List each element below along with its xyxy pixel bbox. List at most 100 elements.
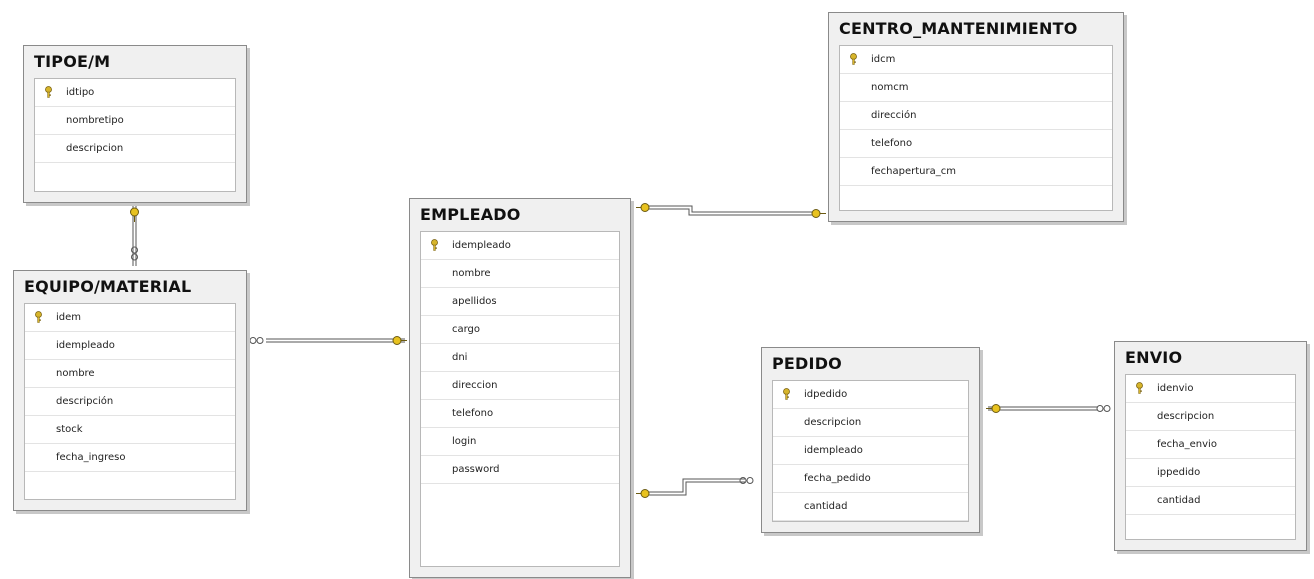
field-row[interactable]: cantidad bbox=[773, 493, 968, 521]
field-row[interactable]: nombre bbox=[421, 260, 619, 288]
field-name: idempleado bbox=[56, 340, 115, 351]
field-row[interactable]: dirección bbox=[840, 102, 1112, 130]
field-name: dirección bbox=[871, 110, 917, 121]
field-row[interactable]: idpedido bbox=[773, 381, 968, 409]
field-name: login bbox=[452, 436, 477, 447]
primary-key-icon bbox=[35, 311, 42, 323]
field-row[interactable]: cantidad bbox=[1126, 487, 1295, 515]
relationship-pedido-envio[interactable] bbox=[988, 406, 1098, 411]
field-name: stock bbox=[56, 424, 83, 435]
field-row[interactable]: password bbox=[421, 456, 619, 484]
field-name: idempleado bbox=[452, 240, 511, 251]
field-name: descripcion bbox=[66, 143, 124, 154]
field-name: cargo bbox=[452, 324, 481, 335]
table-title: EQUIPO/MATERIAL bbox=[24, 277, 192, 296]
table-tipoe-m[interactable]: TIPOE/M idtipo nombretipo descripcion bbox=[23, 45, 247, 203]
field-row[interactable]: descripcion bbox=[35, 135, 235, 163]
field-list: idem idempleado nombre descripción stock fech… bbox=[24, 303, 236, 500]
field-name: descripcion bbox=[1157, 411, 1215, 422]
table-title: CENTRO_MANTENIMIENTO bbox=[839, 19, 1078, 38]
field-list: idtipo nombretipo descripcion bbox=[34, 78, 236, 192]
field-name: nombre bbox=[452, 268, 491, 279]
field-row[interactable]: fechapertura_cm bbox=[840, 158, 1112, 186]
field-row[interactable]: idem bbox=[25, 304, 235, 332]
field-list: idcm nomcm dirección telefono fechapertura_c… bbox=[839, 45, 1113, 211]
field-name: nombretipo bbox=[66, 115, 124, 126]
table-title: EMPLEADO bbox=[420, 205, 521, 224]
field-row[interactable]: nomcm bbox=[840, 74, 1112, 102]
relationship-key-icon bbox=[130, 207, 139, 222]
relationship-key-icon bbox=[392, 336, 407, 345]
field-row[interactable]: dni bbox=[421, 344, 619, 372]
field-name: nombre bbox=[56, 368, 95, 379]
field-row[interactable]: cargo bbox=[421, 316, 619, 344]
table-equipo-material[interactable]: EQUIPO/MATERIAL idem idempleado nombre desc… bbox=[13, 270, 247, 511]
field-name: fecha_envio bbox=[1157, 439, 1217, 450]
primary-key-icon bbox=[850, 53, 857, 65]
table-empleado[interactable]: EMPLEADO idempleado nombre apellidos cargo d… bbox=[409, 198, 631, 578]
field-name: fecha_ingreso bbox=[56, 452, 126, 463]
relationship-empleado-centro[interactable] bbox=[644, 205, 820, 216]
table-title: PEDIDO bbox=[772, 354, 842, 373]
field-row[interactable]: idempleado bbox=[421, 232, 619, 260]
field-name: telefono bbox=[452, 408, 494, 419]
field-list: idempleado nombre apellidos cargo dni direcci… bbox=[420, 231, 620, 567]
field-row[interactable]: telefono bbox=[421, 400, 619, 428]
field-row[interactable]: telefono bbox=[840, 130, 1112, 158]
field-name: cantidad bbox=[804, 501, 848, 512]
primary-key-icon bbox=[431, 239, 438, 251]
field-name: descripción bbox=[56, 396, 114, 407]
field-row[interactable]: descripción bbox=[25, 388, 235, 416]
field-row[interactable]: direccion bbox=[421, 372, 619, 400]
primary-key-icon bbox=[1136, 382, 1143, 394]
field-name: cantidad bbox=[1157, 495, 1201, 506]
field-row[interactable]: idtipo bbox=[35, 79, 235, 107]
relationship-empleado-pedido[interactable] bbox=[644, 478, 745, 496]
field-name: ippedido bbox=[1157, 467, 1201, 478]
field-name: idenvio bbox=[1157, 383, 1194, 394]
relationship-key-icon bbox=[811, 209, 826, 218]
field-name: idtipo bbox=[66, 87, 95, 98]
field-name: apellidos bbox=[452, 296, 497, 307]
field-name: telefono bbox=[871, 138, 913, 149]
table-centro-mantenimiento[interactable]: CENTRO_MANTENIMIENTO idcm nomcm dirección t… bbox=[828, 12, 1124, 222]
field-name: fechapertura_cm bbox=[871, 166, 956, 177]
table-title: TIPOE/M bbox=[34, 52, 111, 71]
relationship-key-icon bbox=[636, 203, 650, 212]
field-name: idem bbox=[56, 312, 82, 323]
field-name: direccion bbox=[452, 380, 498, 391]
relationship-many-icon bbox=[1096, 405, 1111, 412]
primary-key-icon bbox=[783, 388, 790, 400]
field-name: password bbox=[452, 464, 500, 475]
relationship-key-icon bbox=[986, 404, 1001, 413]
field-row[interactable]: descripcion bbox=[773, 409, 968, 437]
field-row[interactable]: ippedido bbox=[1126, 459, 1295, 487]
field-row[interactable]: fecha_pedido bbox=[773, 465, 968, 493]
field-row[interactable]: login bbox=[421, 428, 619, 456]
relationship-key-icon bbox=[636, 489, 650, 498]
field-row[interactable]: nombre bbox=[25, 360, 235, 388]
relationship-many-icon bbox=[131, 246, 138, 261]
field-list: idenvio descripcion fecha_envio ippedido can… bbox=[1125, 374, 1296, 540]
field-row[interactable]: idenvio bbox=[1126, 375, 1295, 403]
relationship-many-icon bbox=[739, 477, 754, 484]
primary-key-icon bbox=[45, 86, 52, 98]
field-row[interactable]: apellidos bbox=[421, 288, 619, 316]
field-name: descripcion bbox=[804, 417, 862, 428]
field-row[interactable]: idempleado bbox=[773, 437, 968, 465]
field-row[interactable]: idempleado bbox=[25, 332, 235, 360]
field-name: nomcm bbox=[871, 82, 909, 93]
relationship-equipo-empleado[interactable] bbox=[266, 338, 405, 343]
field-row[interactable]: nombretipo bbox=[35, 107, 235, 135]
field-row[interactable]: stock bbox=[25, 416, 235, 444]
field-row[interactable]: fecha_envio bbox=[1126, 431, 1295, 459]
field-row[interactable]: idcm bbox=[840, 46, 1112, 74]
field-row[interactable]: fecha_ingreso bbox=[25, 444, 235, 472]
field-row[interactable]: descripcion bbox=[1126, 403, 1295, 431]
relationship-many-icon bbox=[249, 337, 264, 344]
table-title: ENVIO bbox=[1125, 348, 1183, 367]
